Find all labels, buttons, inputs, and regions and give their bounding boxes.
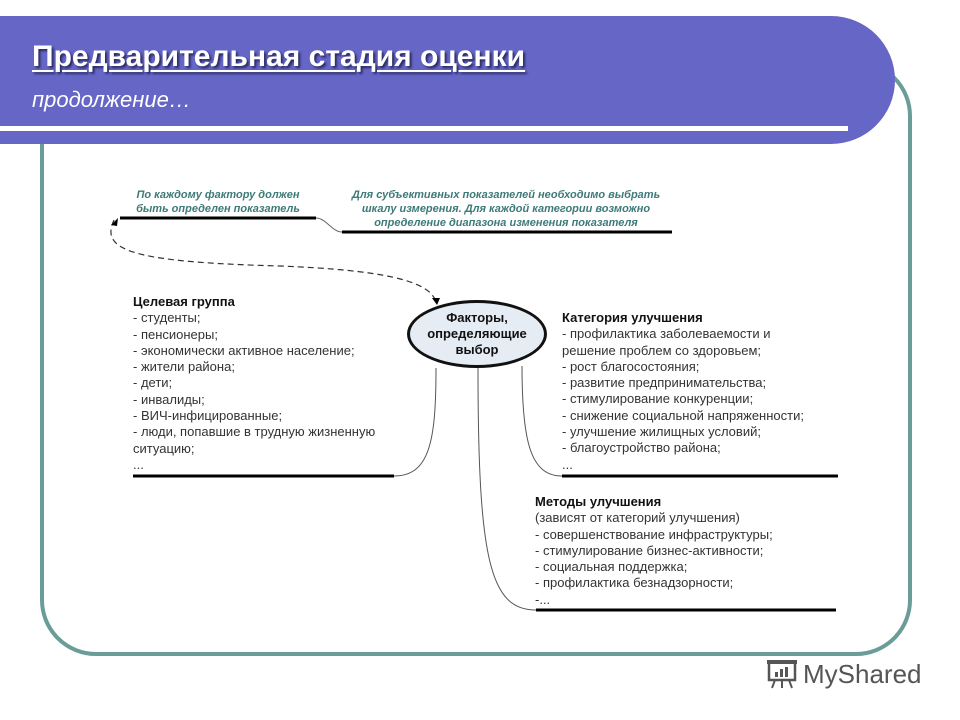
list-item: - люди, попавшие в трудную жизненную xyxy=(133,424,376,440)
list-item: - студенты; xyxy=(133,310,201,326)
title-banner xyxy=(0,16,895,144)
list-item: - рост благосостояния; xyxy=(562,358,700,374)
center-node-line: Факторы, xyxy=(446,310,508,325)
improvement-category-block: Категория улучшения - профилактика забол… xyxy=(562,310,804,473)
improvement-methods-header: Методы улучшения xyxy=(535,494,662,509)
list-item: - совершенствование инфраструктуры; xyxy=(535,526,773,542)
slide-subtitle: продолжение… xyxy=(32,87,191,112)
note-line: Для субъективных показателей необходимо … xyxy=(351,189,661,201)
note-line: определение диапазона изменения показате… xyxy=(374,217,638,229)
list-item: - жители района; xyxy=(133,359,235,375)
list-item: - социальная поддержка; xyxy=(535,559,688,575)
list-item: - пенсионеры; xyxy=(133,326,218,342)
center-node-line: выбор xyxy=(455,342,499,357)
note-line: быть определен показатель xyxy=(136,203,300,215)
list-item: - улучшение жилищных условий; xyxy=(562,424,761,440)
center-node-line: определяющие xyxy=(427,326,527,341)
list-item: - ВИЧ-инфицированные; xyxy=(133,408,283,424)
note-scale: Для субъективных показателей необходимо … xyxy=(336,188,676,230)
slide-title: Предварительная стадия оценки xyxy=(32,40,526,73)
target-group-header: Целевая группа xyxy=(133,294,235,309)
target-group-block: Целевая группа - студенты; - пенсионеры;… xyxy=(133,294,375,473)
note-indicator: По каждому фактору должен быть определен… xyxy=(120,188,316,216)
list-item: - дети; xyxy=(133,375,173,391)
improvement-methods-block: Методы улучшения (зависят от категорий у… xyxy=(535,494,773,608)
list-item: - снижение социальной напряженности; xyxy=(562,407,804,423)
list-item: решение проблем со здоровьем; xyxy=(562,342,762,358)
list-item: - развитие предпринимательства; xyxy=(562,375,767,391)
watermark: MyShared xyxy=(765,658,922,690)
list-item: ... xyxy=(562,456,573,472)
watermark-text: MyShared xyxy=(803,658,922,689)
center-node: Факторы, определяющие выбор xyxy=(407,300,547,368)
note-line: По каждому фактору должен xyxy=(136,189,300,201)
list-item: (зависят от категорий улучшения) xyxy=(535,510,740,526)
improvement-category-header: Категория улучшения xyxy=(562,310,703,325)
list-item: - инвалиды; xyxy=(133,391,205,407)
list-item: - профилактика безнадзорности; xyxy=(535,575,734,591)
list-item: - экономически активное население; xyxy=(133,342,355,358)
list-item: - профилактика заболеваемости и xyxy=(562,326,771,342)
list-item: - стимулирование бизнес-активности; xyxy=(535,542,764,558)
list-item: ... xyxy=(133,456,144,472)
list-item: ситуацию; xyxy=(133,440,195,456)
list-item: -... xyxy=(535,591,551,607)
banner-divider xyxy=(0,126,848,131)
list-item: - благоустройство района; xyxy=(562,440,721,456)
presentation-board-icon xyxy=(767,660,797,689)
note-line: шкалу измерения. Для каждой категории во… xyxy=(361,203,651,215)
list-item: - стимулирование конкуренции; xyxy=(562,391,754,407)
